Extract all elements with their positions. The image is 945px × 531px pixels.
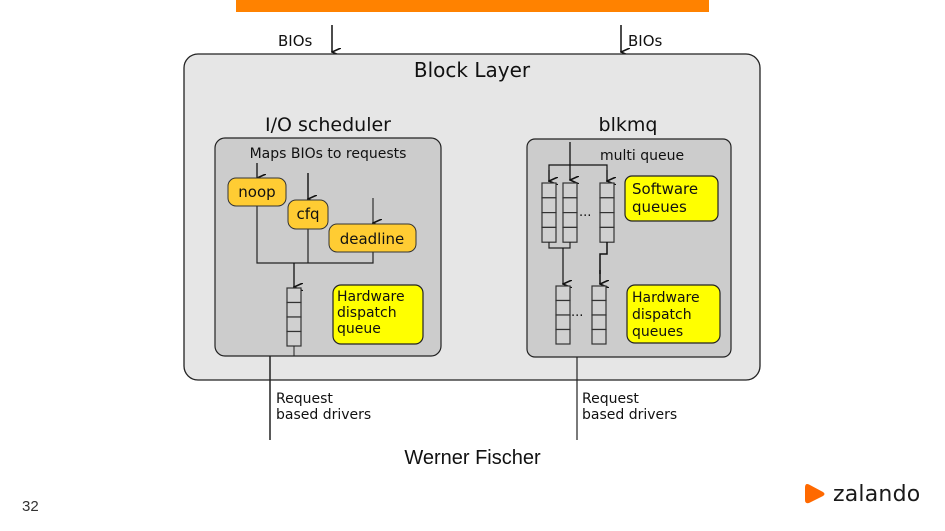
queue-slot: [286, 316, 302, 333]
drivers-label-line: based drivers: [582, 407, 677, 423]
bios-right-label: BIOs: [628, 32, 663, 50]
hw-queue-ellipsis: ...: [571, 305, 583, 320]
sw-label-line: Software: [632, 180, 698, 198]
hw-label-line: dispatch: [632, 307, 692, 323]
software-queue-stack: [562, 182, 578, 243]
blkmq-subtitle: multi queue: [600, 148, 684, 164]
hw-dispatch-queue-label: Hardware dispatch queue: [337, 289, 409, 337]
queue-slot: [562, 226, 578, 243]
hw-dispatch-queue-label-box: Hardware dispatch queue: [332, 284, 424, 345]
queue-slot: [541, 182, 557, 199]
queue-slot: [599, 212, 615, 229]
zalando-logo: zalando: [803, 480, 920, 508]
queue-slot: [562, 212, 578, 229]
software-queue-stack: [541, 182, 557, 243]
software-queues-label: Software queues: [632, 180, 703, 216]
scheduler-merge-line: [256, 206, 374, 264]
bios-left-label: BIOs: [278, 32, 313, 50]
block-layer-title: Block Layer: [414, 58, 531, 82]
scheduler-cfq-label: cfq: [296, 205, 319, 223]
queue-slot: [555, 299, 571, 316]
header-accent-bar: [236, 0, 709, 12]
zalando-play-icon: [805, 484, 825, 504]
hw-dispatch-queues-label: Hardware dispatch queues: [632, 290, 704, 340]
queue-slot: [286, 287, 302, 304]
drivers-label-line: Request: [276, 391, 333, 407]
blkmq-title: blkmq: [599, 114, 658, 136]
sw-to-hw-line-2: [599, 242, 608, 274]
page-number: 32: [22, 498, 39, 515]
hw-label-line: queues: [632, 324, 683, 340]
queue-slot: [286, 301, 302, 318]
scheduler-deadline: deadline: [328, 223, 417, 253]
queue-slot: [599, 182, 615, 199]
hw-dispatch-queue-stack: [286, 287, 302, 347]
queue-slot: [599, 226, 615, 243]
queue-slot: [555, 328, 571, 345]
drivers-label-line: based drivers: [276, 407, 371, 423]
queue-slot: [555, 285, 571, 302]
sw-label-line: queues: [632, 198, 687, 216]
hw-label-line: Hardware: [337, 289, 405, 305]
io-scheduler-title: I/O scheduler: [265, 114, 391, 136]
slide-caption: Werner Fischer: [404, 447, 541, 469]
drivers-right-label: Request based drivers: [582, 391, 677, 423]
queue-slot: [591, 314, 607, 331]
queue-slot: [599, 197, 615, 214]
queue-slot: [591, 285, 607, 302]
hw-dispatch-queue-stack: [555, 285, 571, 345]
queue-slot: [562, 182, 578, 199]
queue-slot: [591, 328, 607, 345]
scheduler-deadline-label: deadline: [340, 230, 405, 248]
software-queues-label-box: Software queues: [624, 175, 719, 222]
queue-slot: [541, 197, 557, 214]
sw-queue-ellipsis: ...: [579, 205, 591, 220]
queue-slot: [562, 197, 578, 214]
io-scheduler-subtitle: Maps BIOs to requests: [250, 146, 407, 162]
drivers-label-line: Request: [582, 391, 639, 407]
scheduler-noop: noop: [227, 177, 287, 207]
queue-slot: [541, 226, 557, 243]
queue-slot: [555, 314, 571, 331]
queue-slot: [591, 299, 607, 316]
zalando-wordmark: zalando: [833, 481, 921, 507]
sw-merge-line: [548, 242, 571, 249]
hw-dispatch-queue-stack: [591, 285, 607, 345]
queue-slot: [286, 330, 302, 347]
drivers-left-label: Request based drivers: [276, 391, 371, 423]
hw-label-line: queue: [337, 321, 381, 337]
scheduler-noop-label: noop: [238, 183, 275, 201]
hw-label-line: Hardware: [632, 290, 700, 306]
software-queue-stack: [599, 182, 615, 243]
scheduler-cfq: cfq: [287, 199, 329, 230]
hw-dispatch-queues-label-box: Hardware dispatch queues: [626, 284, 721, 344]
hw-label-line: dispatch: [337, 305, 397, 321]
queue-slot: [541, 212, 557, 229]
